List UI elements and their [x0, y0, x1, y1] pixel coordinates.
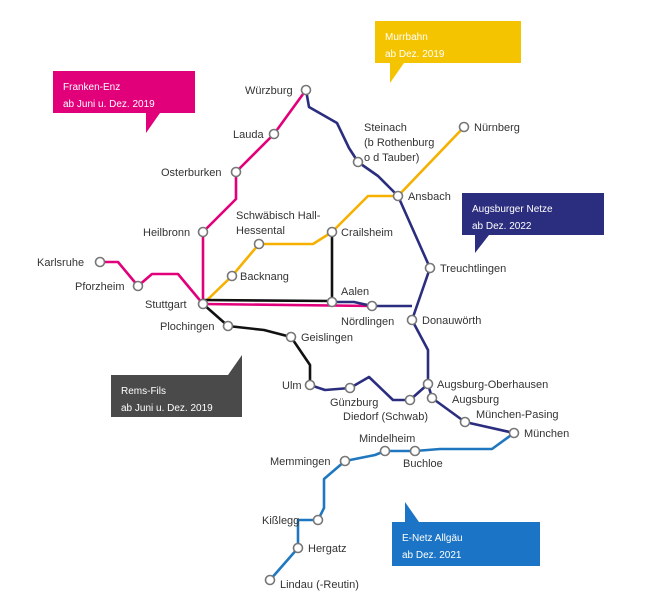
station-mindelheim: [379, 445, 391, 457]
callout-augsburger-netze: Augsburger Netze ab Dez. 2022: [462, 193, 604, 235]
station-augsburg: [426, 392, 438, 404]
label-augsburg-oberhausen: Augsburg-Oberhausen: [437, 379, 548, 391]
station-labels: Würzburg Lauda Osterburken Heilbronn Kar…: [37, 85, 569, 591]
label-noerdlingen: Nördlingen: [341, 316, 394, 328]
rems-fils-line: [202, 232, 334, 385]
station-geislingen: [285, 331, 297, 343]
label-steinach-1: Steinach: [364, 122, 407, 134]
station-ansbach: [392, 190, 404, 202]
station-muenchen: [508, 427, 520, 439]
callout-e-netz-allgaeu-pointer: [405, 502, 419, 522]
station-diedorf: [404, 394, 416, 406]
label-lindau: Lindau (-Reutin): [280, 579, 359, 591]
station-ulm: [304, 379, 316, 391]
callout-franken-enz-pointer: [146, 113, 160, 133]
station-noerdlingen: [366, 300, 378, 312]
stations: [94, 84, 520, 586]
augsburger-netze-line: [304, 89, 515, 435]
label-ulm: Ulm: [282, 380, 302, 392]
station-lauda: [268, 128, 280, 140]
label-geislingen: Geislingen: [301, 332, 353, 344]
label-muenchen-pasing: München-Pasing: [476, 409, 559, 421]
label-hergatz: Hergatz: [308, 543, 347, 555]
label-augsburg: Augsburg: [452, 394, 499, 406]
station-schwaebisch-hall: [253, 238, 265, 250]
station-memmingen: [339, 455, 351, 467]
station-aalen: [326, 296, 338, 308]
callout-rems-fils: Rems-Fils ab Juni u. Dez. 2019: [111, 375, 242, 417]
callout-murrbahn-title: Murrbahn: [385, 32, 428, 43]
callout-augsburger-netze-pointer: [475, 235, 489, 253]
station-muenchen-pasing: [459, 416, 471, 428]
label-guenzburg: Günzburg: [330, 397, 378, 409]
station-augsburg-oberhausen: [422, 378, 434, 390]
callout-rems-fils-date: ab Juni u. Dez. 2019: [121, 403, 213, 414]
callout-e-netz-allgaeu-date: ab Dez. 2021: [402, 550, 462, 561]
label-plochingen: Plochingen: [160, 321, 214, 333]
label-buchloe: Buchloe: [403, 458, 443, 470]
callout-murrbahn-pointer: [390, 63, 404, 83]
callout-franken-enz-title: Franken-Enz: [63, 82, 121, 93]
label-memmingen: Memmingen: [270, 456, 331, 468]
callout-franken-enz-date: ab Juni u. Dez. 2019: [63, 99, 155, 110]
station-treuchtlingen: [424, 262, 436, 274]
station-hergatz: [292, 542, 304, 554]
label-crailsheim: Crailsheim: [341, 227, 393, 239]
station-osterburken: [230, 166, 242, 178]
callout-murrbahn-date: ab Dez. 2019: [385, 49, 445, 60]
label-steinach-2: (b Rothenburg: [364, 137, 434, 149]
label-ansbach: Ansbach: [408, 191, 451, 203]
station-stuttgart: [197, 298, 209, 310]
label-diedorf: Diedorf (Schwab): [343, 411, 428, 423]
callout-e-netz-allgaeu-title: E-Netz Allgäu: [402, 533, 463, 544]
label-steinach-3: o d Tauber): [364, 152, 419, 164]
callout-e-netz-allgaeu: E-Netz Allgäu ab Dez. 2021: [392, 522, 540, 566]
station-plochingen: [222, 320, 234, 332]
station-backnang: [226, 270, 238, 282]
label-schwaebisch-hall-2: Hessental: [236, 225, 285, 237]
callout-augsburger-netze-title: Augsburger Netze: [472, 204, 553, 215]
station-lindau: [264, 574, 276, 586]
label-donauwoerth: Donauwörth: [422, 315, 481, 327]
label-nuernberg: Nürnberg: [474, 122, 520, 134]
station-kisslegg: [312, 514, 324, 526]
station-wuerzburg: [300, 84, 312, 96]
callout-augsburger-netze-date: ab Dez. 2022: [472, 221, 532, 232]
station-karlsruhe: [94, 256, 106, 268]
label-stuttgart: Stuttgart: [145, 299, 187, 311]
station-buchloe: [409, 445, 421, 457]
station-pforzheim: [132, 280, 144, 292]
label-karlsruhe: Karlsruhe: [37, 257, 84, 269]
station-guenzburg: [344, 382, 356, 394]
label-lauda: Lauda: [233, 129, 264, 141]
station-crailsheim: [326, 226, 338, 238]
station-donauwoerth: [406, 314, 418, 326]
label-osterburken: Osterburken: [161, 167, 222, 179]
station-heilbronn: [197, 226, 209, 238]
label-aalen: Aalen: [341, 286, 369, 298]
label-heilbronn: Heilbronn: [143, 227, 190, 239]
callout-rems-fils-title: Rems-Fils: [121, 386, 166, 397]
callout-rems-fils-pointer: [228, 355, 242, 375]
label-pforzheim: Pforzheim: [75, 281, 125, 293]
callout-murrbahn: Murrbahn ab Dez. 2019: [375, 21, 521, 63]
label-schwaebisch-hall-1: Schwäbisch Hall-: [236, 210, 321, 222]
label-kisslegg: Kißlegg: [262, 515, 299, 527]
station-steinach: [352, 156, 364, 168]
label-mindelheim: Mindelheim: [359, 433, 415, 445]
label-treuchtlingen: Treuchtlingen: [440, 263, 506, 275]
callout-franken-enz: Franken-Enz ab Juni u. Dez. 2019: [53, 71, 195, 113]
label-wuerzburg: Würzburg: [245, 85, 293, 97]
label-backnang: Backnang: [240, 271, 289, 283]
station-nuernberg: [458, 121, 470, 133]
label-muenchen: München: [524, 428, 569, 440]
